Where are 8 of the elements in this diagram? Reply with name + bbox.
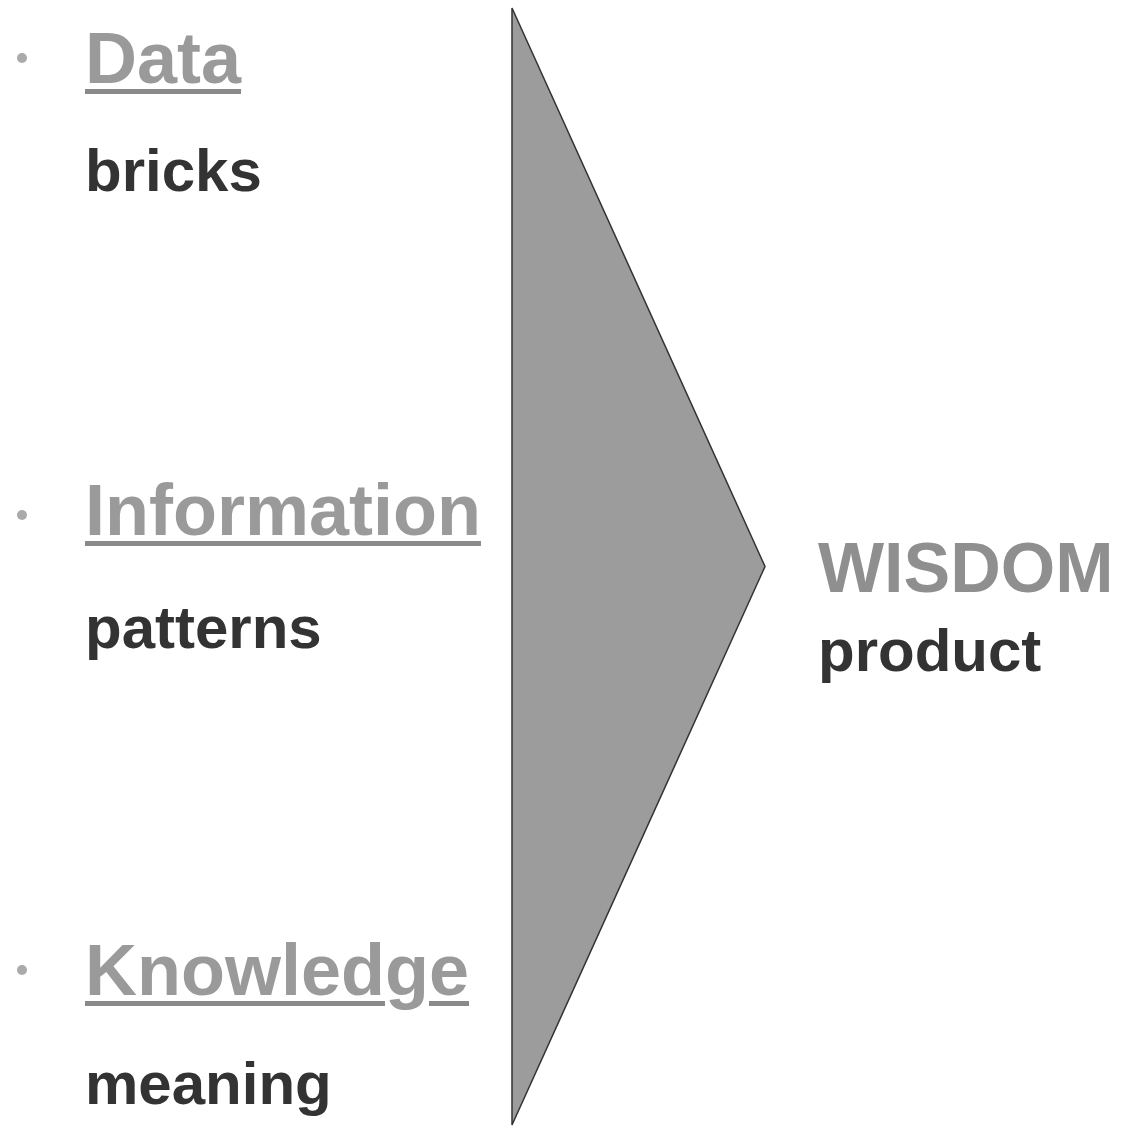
triangle-shape <box>511 7 766 1126</box>
description-text: meaning <box>85 1054 332 1114</box>
description-text: bricks <box>85 141 262 201</box>
description-text: patterns <box>85 598 322 658</box>
heading-text: Data <box>85 22 242 94</box>
heading-text: Information <box>85 474 481 546</box>
description-text: product <box>818 621 1042 681</box>
result-heading: WISDOM <box>818 533 1114 603</box>
